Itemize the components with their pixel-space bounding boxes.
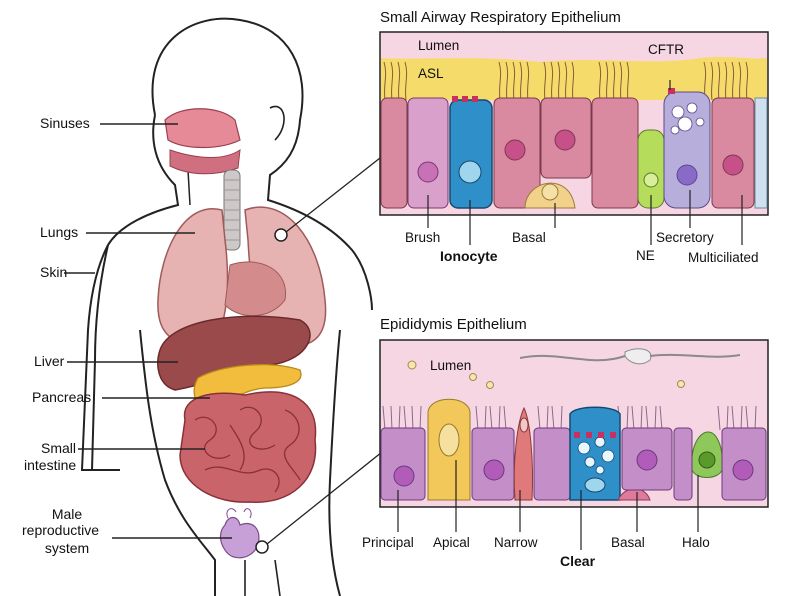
asl-label: ASL: [418, 66, 444, 81]
small-intestine-label-2: intestine: [24, 457, 76, 473]
ne-label: NE: [636, 248, 655, 263]
halo-label: Halo: [682, 535, 710, 550]
repro-indicator: [256, 541, 268, 553]
ear: [270, 106, 284, 140]
skin-label: Skin: [40, 264, 67, 280]
lung-indicator: [275, 229, 287, 241]
multiciliated-label: Multiciliated: [688, 250, 759, 265]
airway-connector: [286, 158, 380, 232]
narrow-label: Narrow: [494, 535, 538, 550]
airway-cell-left: [381, 98, 407, 208]
epididymis-lumen-label: Lumen: [430, 358, 471, 373]
epididymis-basal-label: Basal: [611, 535, 645, 550]
principal-cell: [381, 428, 425, 500]
pancreas-label: Pancreas: [32, 389, 91, 405]
principal-label: Principal: [362, 535, 414, 550]
airway-cell-5: [592, 98, 638, 208]
airway-panel-title: Small Airway Respiratory Epithelium: [380, 9, 621, 26]
apical-label: Apical: [433, 535, 470, 550]
epididymis-panel-title: Epididymis Epithelium: [380, 316, 527, 333]
lungs-label: Lungs: [40, 224, 78, 240]
cftr-label: CFTR: [648, 42, 684, 57]
ionocyte-cell: [450, 100, 492, 208]
airway-basal-label: Basal: [512, 230, 546, 245]
sinuses-label: Sinuses: [40, 115, 90, 131]
sinus-cavity: [165, 109, 240, 148]
leg-inner-2: [275, 560, 280, 596]
small-intestine-label-1: Small: [24, 440, 76, 456]
male-repro-label-1: Male: [22, 506, 112, 522]
male-repro-label-2: reproductive: [22, 522, 99, 538]
small-intestine: [180, 392, 316, 502]
brush-label: Brush: [405, 230, 440, 245]
multiciliated-cell: [712, 98, 754, 208]
torso-right: [329, 330, 340, 596]
left-arm: [92, 245, 108, 470]
airway-panel: [380, 32, 768, 245]
secretory-label: Secretory: [656, 230, 714, 245]
neck-left: [188, 170, 190, 205]
clear-label: Clear: [560, 553, 595, 569]
airway-lumen-label: Lumen: [418, 38, 459, 53]
ionocyte-label: Ionocyte: [440, 248, 498, 264]
liver-label: Liver: [34, 353, 64, 369]
male-repro-label-3: system: [22, 540, 112, 556]
body-figure: [82, 19, 382, 596]
brush-cell: [408, 98, 448, 208]
